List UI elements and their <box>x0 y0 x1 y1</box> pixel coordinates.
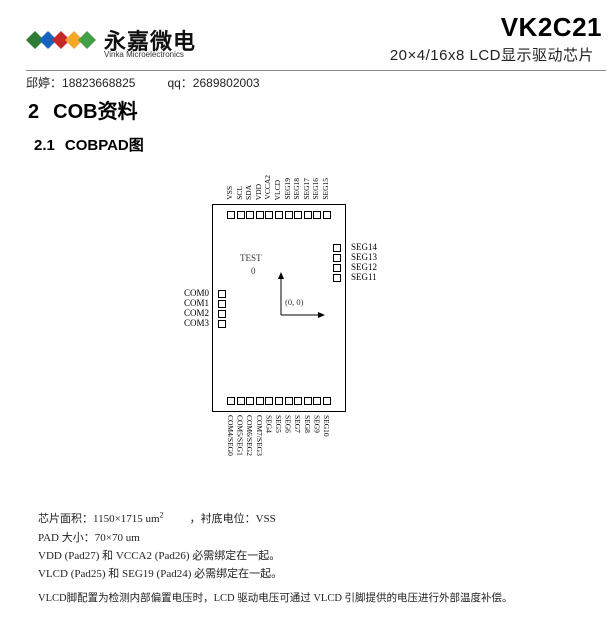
pad-top <box>284 211 293 219</box>
logo-diamond <box>39 31 57 49</box>
chip-size-exponent: 2 <box>159 510 164 520</box>
pin-label-bottom: COM6/SEG2 <box>245 415 255 456</box>
qq-number: 2689802003 <box>192 76 260 90</box>
contact-line: 邱婷：18823668825 qq：2689802003 <box>26 74 260 91</box>
pad-bottom <box>284 397 293 405</box>
pad-bottom <box>246 397 255 405</box>
pad-bottom <box>313 397 322 405</box>
pin-label-bottom: SEG8 <box>302 415 312 433</box>
logo-diamond <box>65 31 83 49</box>
pin-label-top: SEG17 <box>301 178 311 200</box>
pad-right <box>333 254 341 262</box>
chip-model: VK2C21 <box>500 12 602 42</box>
brand-name-en: Vinka Microelectronics <box>104 50 184 59</box>
pin-label-bottom: SEG7 <box>293 415 303 433</box>
pad-left <box>218 290 226 298</box>
pin-label-bottom: SEG9 <box>312 415 322 433</box>
pad-bottom <box>227 397 235 405</box>
subsection-title: COBPAD图 <box>64 137 144 154</box>
pad-left <box>218 300 226 308</box>
pad-top <box>323 211 331 219</box>
pad-left <box>218 310 226 318</box>
pin-label-left: COM1 <box>184 298 210 308</box>
pin-label-top: SDA <box>244 185 254 201</box>
qq-label: qq： <box>167 76 193 90</box>
note-vlcd-detect: VLCD脚配置为检测内部偏置电压时，LCD 驱动电压可通过 VLCD 引脚提供的… <box>38 593 513 604</box>
section-number: 2 <box>28 101 40 123</box>
pad-right <box>333 274 341 282</box>
pin-label-top: VSS <box>225 186 234 200</box>
pad-bottom <box>323 397 331 405</box>
pad-top <box>294 211 303 219</box>
pad-top <box>255 211 264 219</box>
pad-bottom <box>303 397 312 405</box>
pad-right <box>333 264 341 272</box>
pin-label-bottom: COM7/SEG3 <box>254 415 264 456</box>
note-vlcd-bond: VLCD (Pad25) 和 SEG19 (Pad24) 必需绑定在一起。 <box>38 568 283 580</box>
pin-label-left: COM2 <box>184 308 210 318</box>
pin-label-bottom: SEG6 <box>283 415 293 433</box>
pad-top <box>246 211 255 219</box>
pin-label-bottom: SEG5 <box>274 415 283 433</box>
pad-left <box>218 320 226 328</box>
substrate-note: ，衬底电位：VSS <box>189 513 276 525</box>
logo-diamond <box>26 31 44 49</box>
pin-label-left: COM0 <box>184 288 210 298</box>
note-vdd-bond: VDD (Pad27) 和 VCCA2 (Pad26) 必需绑定在一起。 <box>38 550 281 562</box>
section-heading: 2 COB资料 <box>28 95 138 124</box>
pin-label-top: SEG16 <box>311 178 321 200</box>
note-chip-size: 芯片面积：1150×1715 um2 ，衬底电位：VSS <box>38 510 276 526</box>
logo-diamond <box>78 31 96 49</box>
pin-label-top: SEG15 <box>321 178 330 200</box>
brand-name-cn: 永嘉微电 <box>104 29 197 54</box>
pin-label-bottom: COM5/SEG1 <box>235 415 245 456</box>
test-label: TEST <box>240 253 262 263</box>
pad-top <box>236 211 245 219</box>
pin-label-top: VCCA2 <box>263 175 273 200</box>
pin-label-left: COM3 <box>184 318 210 328</box>
pad-bottom <box>294 397 303 405</box>
pin-label-top: SCL <box>234 186 244 200</box>
pin-label-top: SEG18 <box>292 178 302 200</box>
pin-label-bottom: SEG4 <box>264 415 274 433</box>
section-title: COB资料 <box>53 101 138 123</box>
pin-label-right: SEG14 <box>351 242 378 252</box>
pad-bottom <box>265 397 274 405</box>
contact-phone: 18823668825 <box>62 76 136 90</box>
pad-bottom <box>255 397 264 405</box>
pin-label-right: SEG13 <box>351 252 378 262</box>
pad-bottom <box>275 397 283 405</box>
pin-label-bottom: SEG10 <box>322 415 331 437</box>
pin-label-top: VDD <box>253 184 263 201</box>
chip-subtitle: 20×4/16x8 LCD显示驱动芯片 <box>389 47 594 64</box>
chip-size-value: 1150×1715 um <box>93 513 160 525</box>
die-outline <box>212 204 346 412</box>
pad-top <box>227 211 235 219</box>
pad-top <box>275 211 283 219</box>
logo-diamond <box>52 31 70 49</box>
pad-right <box>333 244 341 252</box>
contact-label: 邱婷： <box>26 76 63 90</box>
header-divider <box>26 70 606 71</box>
subsection-number: 2.1 <box>34 137 55 154</box>
subsection-heading: 2.1 COBPAD图 <box>34 134 144 155</box>
pin-label-top: VLCD <box>273 180 282 201</box>
pin-label-right: SEG12 <box>351 262 378 272</box>
note-pad-size: PAD 大小：70×70 um <box>38 532 140 544</box>
chip-size-label: 芯片面积： <box>38 513 93 525</box>
pin-label-right: SEG11 <box>351 272 377 282</box>
test-value: 0 <box>251 266 256 276</box>
pad-top <box>265 211 274 219</box>
pad-top <box>303 211 312 219</box>
pad-bottom <box>236 397 245 405</box>
pin-label-top: SEG19 <box>282 178 292 200</box>
pin-label-bottom: COM4/SEG0 <box>226 415 235 456</box>
origin-label: (0, 0) <box>285 297 304 307</box>
company-logo <box>26 31 96 49</box>
pad-top <box>313 211 322 219</box>
origin-axes <box>278 272 325 318</box>
